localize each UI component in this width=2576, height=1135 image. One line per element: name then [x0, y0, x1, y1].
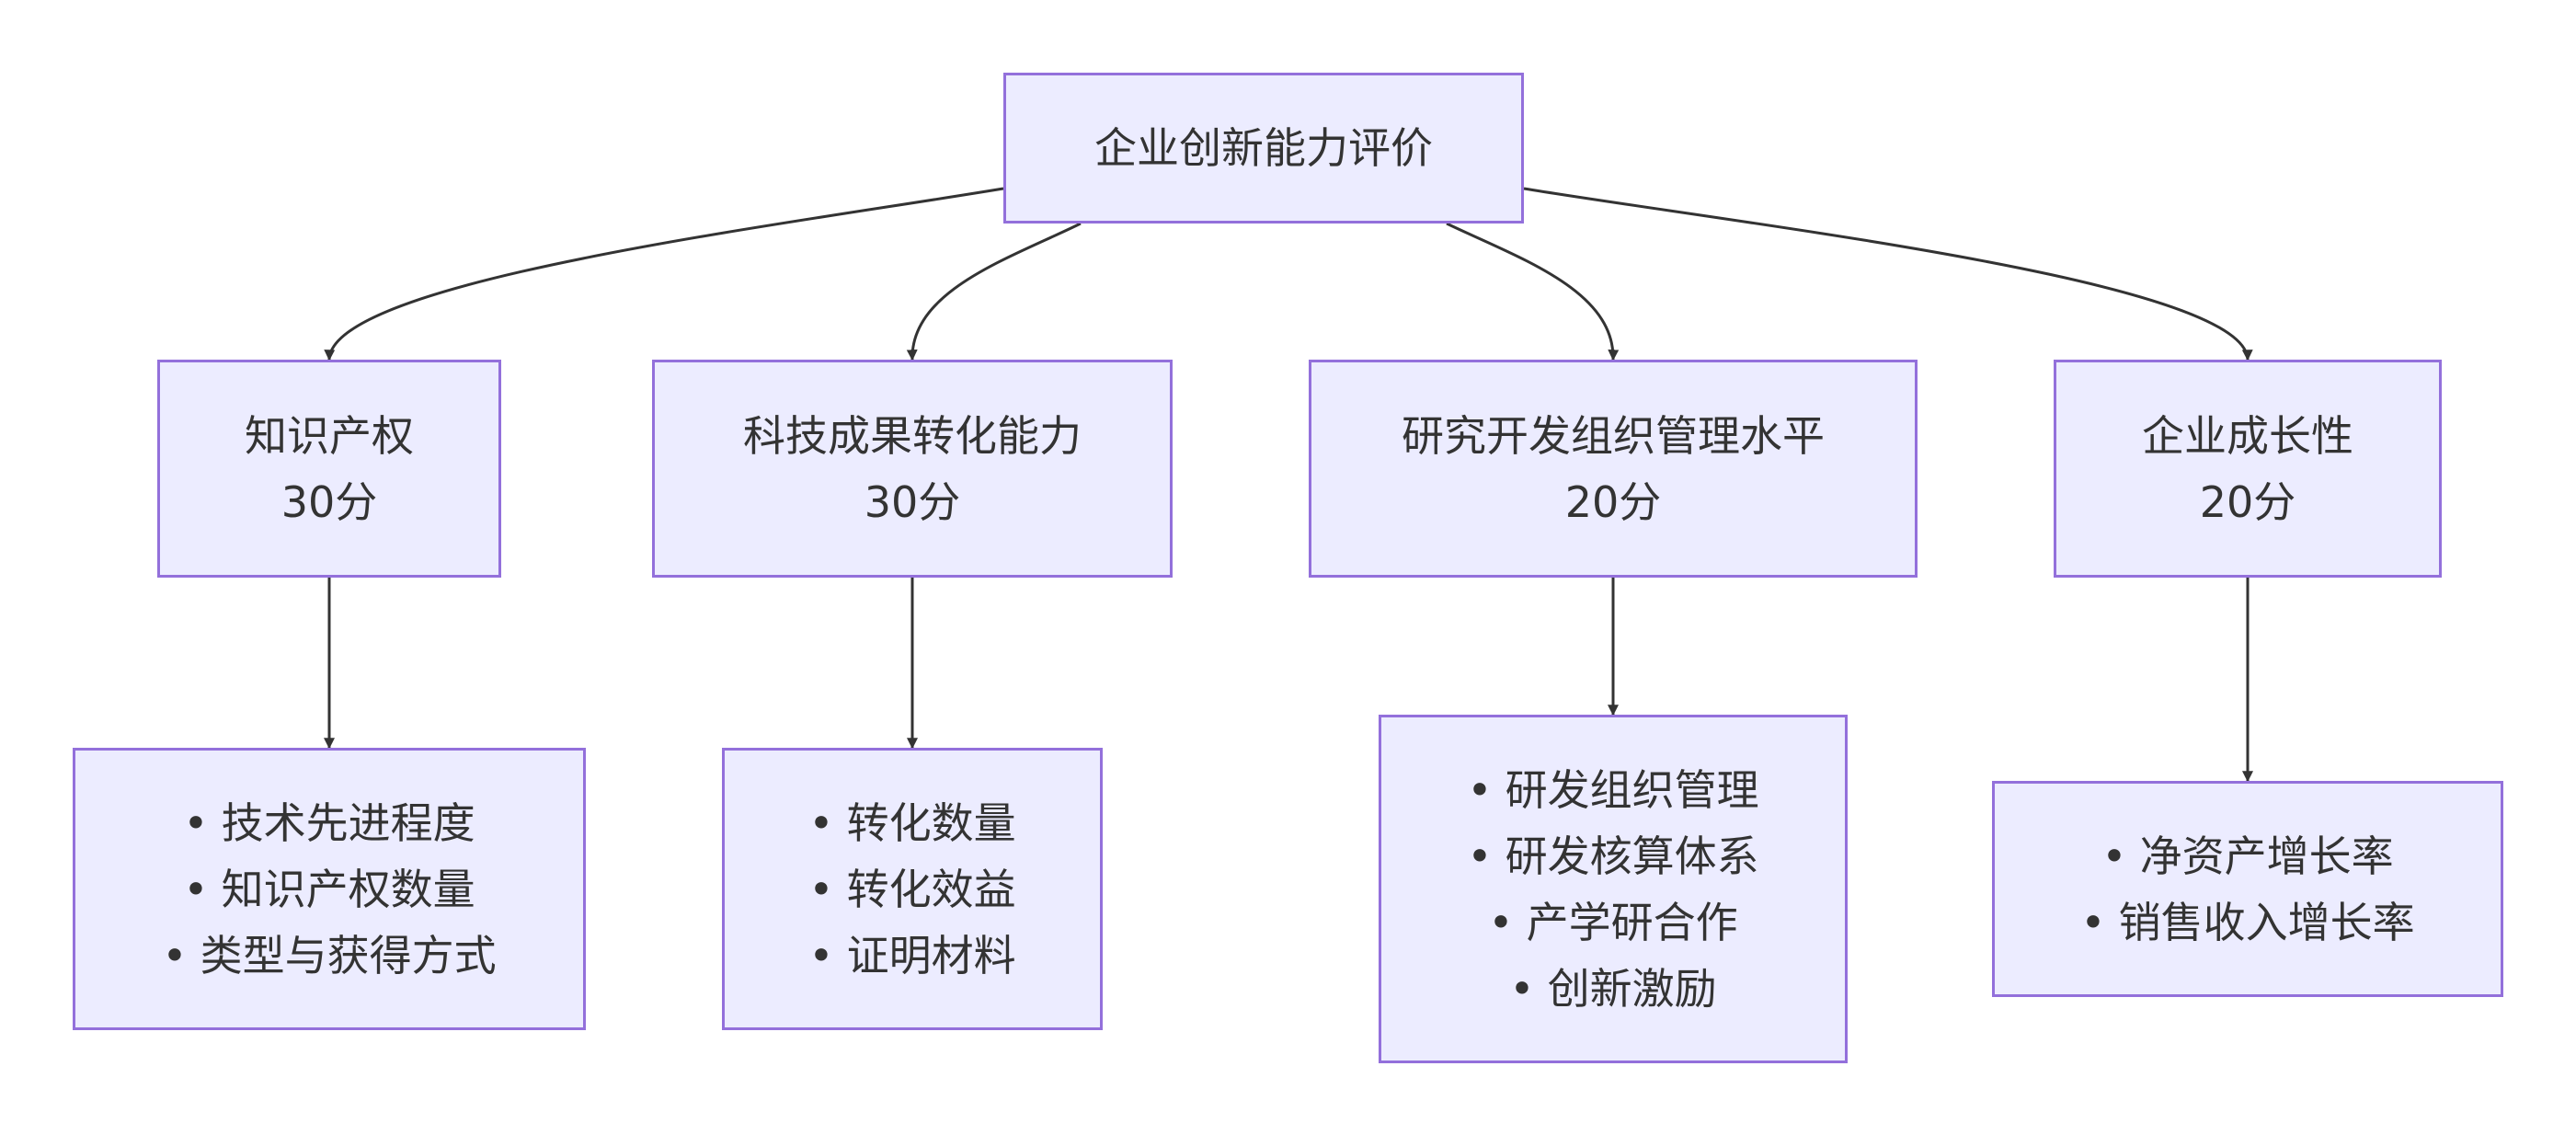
category-name: 企业成长性	[2142, 410, 2353, 461]
category-score: 30分	[864, 476, 961, 527]
category-node-intellectual-property: 知识产权 30分	[157, 360, 501, 578]
category-name: 科技成果转化能力	[743, 410, 1082, 461]
category-name: 研究开发组织管理水平	[1402, 410, 1825, 461]
edge-root-to-tech	[906, 222, 1082, 361]
detail-list: 转化数量 转化效益 证明材料	[808, 790, 1016, 989]
root-node-label: 企业创新能力评价	[1094, 123, 1433, 173]
category-score: 20分	[1564, 476, 1662, 527]
category-node-rd-management-level: 研究开发组织管理水平 20分	[1309, 360, 1918, 578]
category-score: 30分	[280, 476, 378, 527]
detail-node-rd-management: 研发组织管理 研发核算体系 产学研合作 创新激励	[1379, 715, 1848, 1063]
detail-item: 产学研合作	[1467, 889, 1758, 956]
category-name: 知识产权	[245, 410, 414, 461]
detail-item: 类型与获得方式	[162, 923, 497, 989]
detail-item: 转化数量	[808, 790, 1016, 856]
detail-item: 净资产增长率	[2080, 823, 2414, 889]
detail-item: 证明材料	[808, 923, 1016, 989]
edge-root-to-ip	[324, 187, 1004, 361]
root-node-enterprise-innovation-evaluation: 企业创新能力评价	[1003, 73, 1524, 224]
edge-root-to-growth	[1523, 187, 2253, 361]
detail-item: 知识产权数量	[162, 856, 496, 923]
detail-item: 创新激励	[1467, 956, 1758, 1022]
detail-item: 转化效益	[808, 856, 1016, 923]
detail-list: 技术先进程度 知识产权数量 类型与获得方式	[162, 790, 497, 989]
category-score: 20分	[2199, 476, 2296, 527]
detail-item: 研发核算体系	[1467, 823, 1759, 889]
category-node-tech-transfer-capability: 科技成果转化能力 30分	[652, 360, 1173, 578]
detail-list: 研发组织管理 研发核算体系 产学研合作 创新激励	[1467, 757, 1759, 1022]
detail-node-tech-transfer: 转化数量 转化效益 证明材料	[722, 748, 1103, 1030]
detail-item: 销售收入增长率	[2080, 889, 2415, 956]
category-node-enterprise-growth: 企业成长性 20分	[2054, 360, 2442, 578]
detail-node-enterprise-growth: 净资产增长率 销售收入增长率	[1992, 781, 2503, 997]
detail-item: 技术先进程度	[162, 790, 496, 856]
detail-node-intellectual-property: 技术先进程度 知识产权数量 类型与获得方式	[73, 748, 586, 1030]
detail-list: 净资产增长率 销售收入增长率	[2080, 823, 2415, 956]
detail-item: 研发组织管理	[1467, 757, 1759, 823]
edge-root-to-rd	[1446, 222, 1620, 361]
